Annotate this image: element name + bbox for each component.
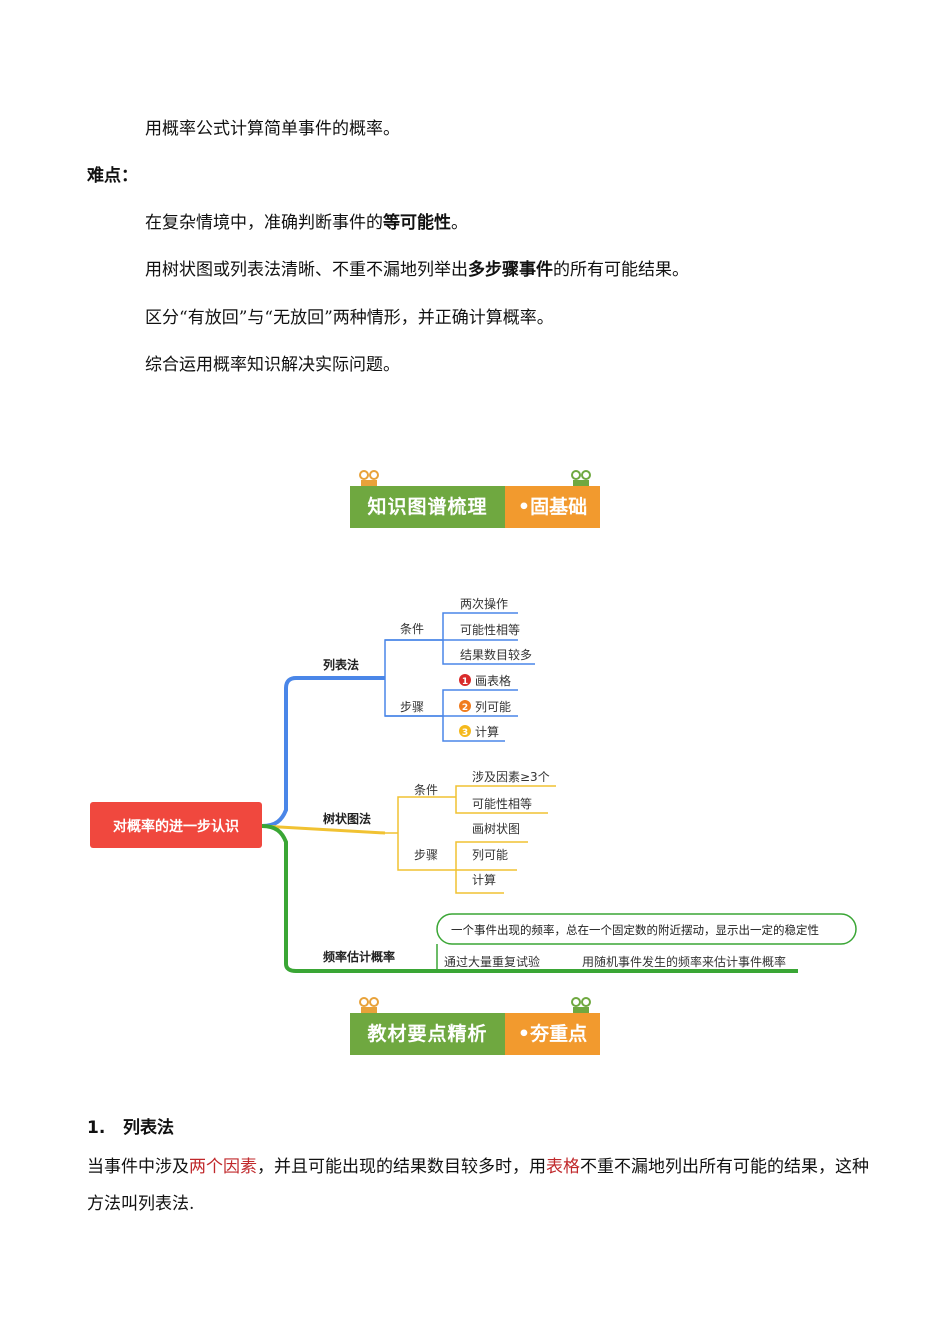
branch-line-blue [261, 676, 385, 828]
banner-subtitle: •固基础 [505, 486, 600, 528]
clip-icon [359, 470, 379, 488]
badge-number: 1 [462, 677, 468, 687]
difficulty-item-1: 在复杂情境中，准确判断事件的等可能性。 [145, 212, 468, 234]
highlight-span: 两个因素 [189, 1157, 257, 1177]
node-label: 可能性相等 [460, 623, 520, 637]
text-span: 在复杂情境中，准确判断事件的 [145, 213, 383, 233]
text-span: 用树状图或列表法清晰、不重不漏地列举出 [145, 260, 468, 280]
number-badge-icon [459, 700, 471, 712]
node-label: 两次操作 [460, 596, 508, 611]
badge-number: 2 [462, 703, 468, 713]
bold-span: 等可能性 [383, 213, 451, 233]
banner-key-points: 教材要点精析 •夯重点 [350, 997, 600, 1055]
difficulty-item-2: 用树状图或列表法清晰、不重不漏地列举出多步骤事件的所有可能结果。 [145, 259, 689, 281]
bubble-label: 一个事件出现的频率，总在一个固定数的附近摆动，显示出一定的稳定性 [451, 923, 819, 937]
node-label: 可能性相等 [472, 797, 532, 811]
root-label: 对概率的进一步认识 [113, 818, 239, 835]
goal-text: 用概率公式计算简单事件的概率。 [145, 119, 400, 139]
node-label: 列可能 [472, 848, 508, 862]
difficulty-item-4: 综合运用概率知识解决实际问题。 [145, 355, 400, 375]
section-paragraph-line-1: 当事件中涉及两个因素，并且可能出现的结果数目较多时，用表格不重不漏地列出所有可能… [87, 1156, 869, 1178]
root-node [90, 802, 262, 848]
branch-line-yellow [261, 824, 386, 835]
difficulty-heading: 难点： [87, 166, 138, 186]
node-label: 画树状图 [472, 821, 520, 836]
mind-map: 对概率的进一步认识 列表法 树状图法 频率估计概率 条件 两次操作 可能性相等 … [90, 596, 857, 973]
branch-label: 频率估计概率 [323, 949, 395, 964]
text-span: 当事件中涉及 [87, 1157, 189, 1177]
node-label: 条件 [400, 622, 424, 636]
number-badge-icon [459, 725, 471, 737]
section-paragraph-line-2: 方法叫列表法. [87, 1194, 195, 1214]
node-label: 计算 [475, 724, 499, 739]
text-span: ，并且可能出现的结果数目较多时，用 [257, 1157, 546, 1177]
node-label: 列可能 [475, 700, 511, 714]
branch-line-green [261, 824, 798, 973]
clip-icon [571, 997, 591, 1015]
difficulty-item-3: 区分“有放回”与“无放回”两种情形，并正确计算概率。 [145, 308, 554, 328]
node-label: 画表格 [475, 673, 511, 688]
node-label: 步骤 [400, 700, 424, 714]
section-heading: 1. 列表法 [87, 1118, 175, 1138]
branch-label: 树状图法 [323, 811, 371, 826]
node-label: 步骤 [414, 848, 438, 862]
clip-icon [359, 997, 379, 1015]
node-label: 计算 [472, 872, 496, 887]
badge-number: 3 [462, 728, 468, 738]
node-label: 用随机事件发生的频率来估计事件概率 [582, 954, 786, 969]
banner-title: 教材要点精析 [350, 1013, 505, 1055]
node-label: 条件 [414, 783, 438, 797]
banner-subtitle: •夯重点 [505, 1013, 600, 1055]
banner-title: 知识图谱梳理 [350, 486, 505, 528]
text-span: 不重不漏地列出所有可能的结果，这种 [580, 1157, 869, 1177]
node-label: 涉及因素≥3个 [472, 770, 550, 784]
node-label: 结果数目较多 [460, 647, 532, 662]
node-label: 通过大量重复试验 [444, 954, 540, 969]
text-span: 。 [451, 213, 468, 233]
banner-knowledge-map: 知识图谱梳理 •固基础 [350, 470, 600, 528]
frequency-bubble [436, 913, 857, 945]
bold-span: 多步骤事件 [468, 260, 553, 280]
branch-label: 列表法 [323, 657, 359, 672]
clip-icon [571, 470, 591, 488]
text-span: 的所有可能结果。 [553, 260, 689, 280]
number-badge-icon [459, 674, 471, 686]
highlight-span: 表格 [546, 1157, 580, 1177]
